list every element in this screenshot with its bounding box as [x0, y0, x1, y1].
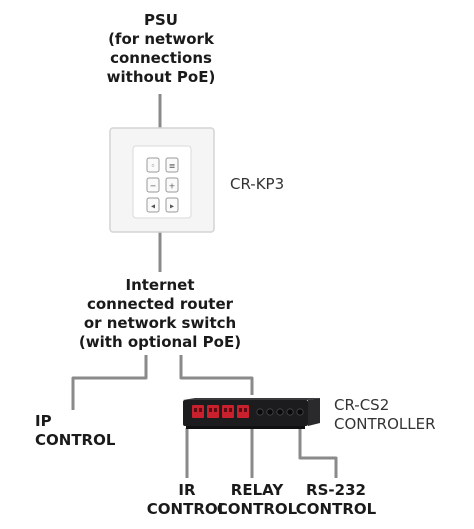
controller-top-face [183, 398, 320, 400]
black-jack-port [266, 408, 274, 416]
ip-control-label: IP CONTROL [35, 412, 116, 449]
terminal-screw [199, 408, 202, 412]
plus-icon: + [169, 182, 176, 191]
keypad-button[interactable]: ◦ [146, 157, 160, 173]
keypad-button[interactable]: − [146, 177, 160, 193]
wire-router-controller [179, 355, 254, 395]
black-jack-port [276, 408, 284, 416]
terminal-screw [194, 408, 197, 412]
controller-foot [186, 426, 305, 429]
next-icon: ▸ [170, 202, 174, 211]
wires [71, 94, 338, 478]
red-terminal-port [207, 405, 219, 418]
terminal-screw [214, 408, 217, 412]
wire-router-ip [71, 355, 148, 410]
keypad-device [109, 127, 215, 233]
terminal-screw [209, 408, 212, 412]
router-label: Internet connected router or network swi… [78, 276, 242, 351]
menu-icon: ≡ [169, 162, 176, 171]
psu-label: PSU (for network connections without PoE… [106, 11, 216, 86]
keypad-button[interactable]: ◂ [146, 197, 160, 213]
controller-side-face [308, 398, 320, 426]
scene-icon: ◦ [151, 162, 156, 171]
black-jack-port [296, 408, 304, 416]
red-terminal-port [192, 405, 204, 418]
controller-ports [192, 405, 304, 418]
black-jack-port [256, 408, 264, 416]
ir-control-label: IR CONTROL [146, 481, 228, 518]
controller-model-label: CR-CS2 CONTROLLER [334, 396, 436, 433]
terminal-screw [229, 408, 232, 412]
terminal-screw [224, 408, 227, 412]
terminal-screw [244, 408, 247, 412]
keypad-buttons: ◦ ≡ − + ◂ ▸ [146, 157, 179, 213]
keypad-inner [132, 145, 192, 219]
keypad-button[interactable]: ▸ [165, 197, 179, 213]
minus-icon: − [150, 182, 157, 191]
prev-icon: ◂ [151, 202, 155, 211]
keypad-model-label: CR-KP3 [230, 175, 285, 193]
red-terminal-port [237, 405, 249, 418]
keypad-button[interactable]: ≡ [165, 157, 179, 173]
keypad-button[interactable]: + [165, 177, 179, 193]
wire-controller-rs232 [298, 428, 338, 478]
relay-control-label: RELAY CONTROL [216, 481, 298, 518]
red-terminal-port [222, 405, 234, 418]
terminal-screw [239, 408, 242, 412]
rs232-control-label: RS-232 CONTROL [295, 481, 377, 518]
black-jack-port [286, 408, 294, 416]
